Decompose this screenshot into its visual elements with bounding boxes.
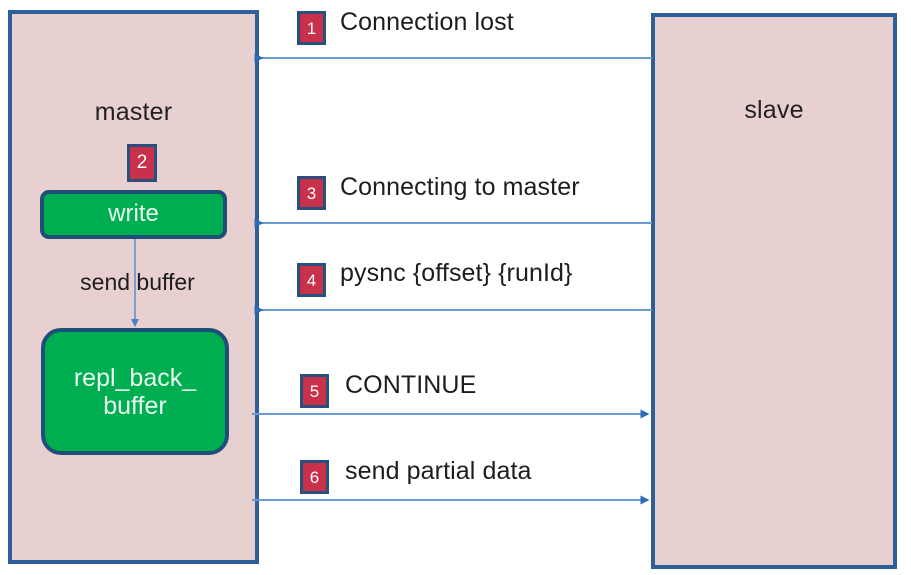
process-box-repl-back-buffer: repl_back_ buffer	[41, 328, 229, 455]
repl-buffer-line-1: repl_back_	[73, 363, 197, 392]
slave-label: slave	[744, 96, 804, 124]
message-label-4: pysnc {offset} {runId}	[340, 259, 573, 287]
message-label-3: Connecting to master	[340, 173, 580, 201]
message-arrow-3	[254, 218, 652, 228]
send-buffer-label: send buffer	[80, 269, 195, 295]
send-buffer-arrow-icon	[131, 239, 139, 327]
message-badge-1: 1	[297, 11, 326, 45]
repl-buffer-line-2: buffer	[103, 391, 167, 420]
message-badge-6: 6	[300, 460, 329, 494]
message-label-5: CONTINUE	[345, 371, 477, 399]
participant-panel-slave: slave	[651, 13, 897, 569]
step-badge-2: 2	[127, 144, 157, 182]
process-box-write: write	[40, 190, 227, 239]
message-label-6: send partial data	[345, 457, 532, 485]
message-badge-3: 3	[297, 176, 326, 210]
message-badge-5: 5	[300, 374, 329, 408]
participant-panel-master: master 2 write send buffer repl_back_ bu…	[8, 10, 259, 564]
message-label-1: Connection lost	[340, 8, 514, 36]
message-badge-4: 4	[297, 263, 326, 297]
message-arrow-5	[252, 409, 650, 419]
message-arrow-6	[252, 495, 650, 505]
message-arrow-1	[254, 53, 652, 63]
master-label: master	[94, 98, 173, 126]
message-arrow-4	[254, 305, 652, 315]
